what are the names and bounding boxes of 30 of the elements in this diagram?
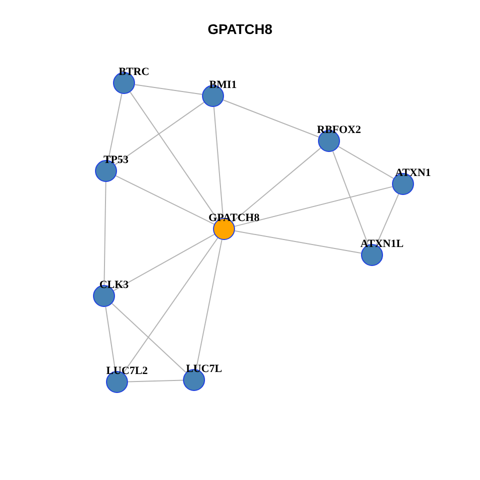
chart-title: GPATCH8 [208, 21, 272, 37]
network-edge [108, 93, 122, 161]
network-edge [134, 84, 203, 95]
node-label: RBFOX2 [317, 124, 361, 136]
node-label: TP53 [103, 154, 129, 166]
network-edge [130, 92, 218, 220]
node-label: LUC7L2 [106, 365, 148, 377]
node-label: CLK3 [99, 279, 129, 291]
node-label: ATXN1 [395, 167, 431, 179]
network-edge [376, 194, 400, 246]
network-edge [232, 148, 322, 222]
network-edge [128, 380, 184, 382]
network-edge [222, 99, 320, 138]
network-edge [234, 230, 362, 254]
node-label: LUC7L [186, 363, 222, 375]
network-edge [234, 186, 393, 227]
node-label: ATXN1L [360, 238, 404, 250]
network-edge [115, 175, 215, 225]
network-edge [122, 238, 218, 374]
node-label: GPATCH8 [208, 212, 260, 224]
node-label: BTRC [118, 66, 150, 78]
network-edge [112, 303, 186, 373]
network-edge [332, 150, 369, 246]
node-label: BMI1 [209, 79, 237, 91]
network-edge [104, 182, 106, 286]
network-edge [114, 102, 204, 166]
network-edge [196, 239, 222, 370]
network-edge [213, 106, 224, 219]
network-edge [113, 234, 215, 292]
network-edge [338, 146, 394, 179]
